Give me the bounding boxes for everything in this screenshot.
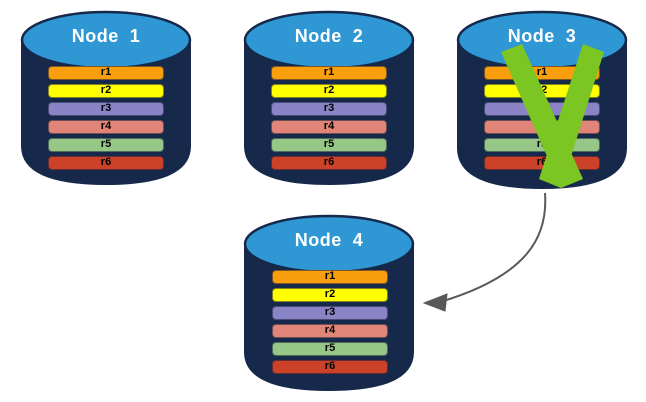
node-3-row-r1: r1 xyxy=(484,66,600,80)
node-4-row-r1: r1 xyxy=(272,270,388,284)
node-4-row-r5: r5 xyxy=(272,342,388,356)
node-1-row-r4: r4 xyxy=(48,120,164,134)
node-4-row-r4: r4 xyxy=(272,324,388,338)
node-2-row-r3: r3 xyxy=(271,102,387,116)
node-2-row-r2: r2 xyxy=(271,84,387,98)
node-1-row-r6: r6 xyxy=(48,156,164,170)
node-4-row-r3: r3 xyxy=(272,306,388,320)
node-3-rows: r1 r2 r3 r4 r5 r6 xyxy=(484,66,600,176)
node-3-row-r3: r3 xyxy=(484,102,600,116)
node-4-row-r6: r6 xyxy=(272,360,388,374)
node-2-row-r5: r5 xyxy=(271,138,387,152)
node-3-row-r6: r6 xyxy=(484,156,600,170)
node-3-row-r5: r5 xyxy=(484,138,600,152)
node-1-row-r3: r3 xyxy=(48,102,164,116)
node-2-row-r4: r4 xyxy=(271,120,387,134)
node-2-row-r6: r6 xyxy=(271,156,387,170)
node-3-row-r2: r2 xyxy=(484,84,600,98)
node-1-row-r5: r5 xyxy=(48,138,164,152)
node-1-rows: r1 r2 r3 r4 r5 r6 xyxy=(48,66,164,176)
node-3-row-r4: r4 xyxy=(484,120,600,134)
node-2-row-r1: r1 xyxy=(271,66,387,80)
node-4-row-r2: r2 xyxy=(272,288,388,302)
node-2-rows: r1 r2 r3 r4 r5 r6 xyxy=(271,66,387,176)
node-1-row-r2: r2 xyxy=(48,84,164,98)
node-4-rows: r1 r2 r3 r4 r5 r6 xyxy=(272,270,388,380)
node-1-row-r1: r1 xyxy=(48,66,164,80)
